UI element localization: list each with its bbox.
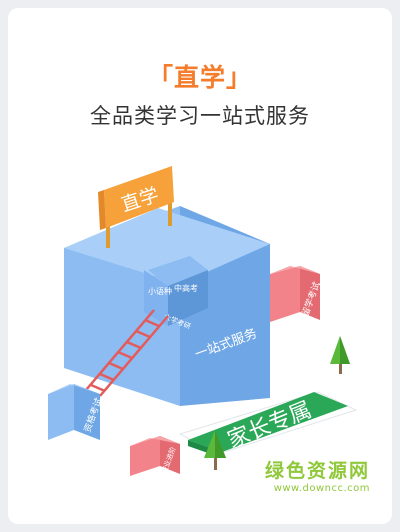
ladder-icon xyxy=(85,309,169,397)
brand-bracket-close: 」 xyxy=(226,63,253,92)
brand-bracket-open: 「 xyxy=(147,63,174,92)
tree-icon xyxy=(204,430,226,470)
main-cube: 小语种 中高考 大学考研 一站式服务 xyxy=(64,206,270,406)
small-box-career: 职业进阶 xyxy=(130,436,180,476)
isometric-illustration: 职业进阶 家长专属 留学考试 xyxy=(48,166,358,476)
brand-title: 直学 xyxy=(173,63,226,92)
promo-card: 「直学」 全品类学习一站式服务 职业进阶 家长专属 xyxy=(8,8,392,524)
watermark: 绿色资源网 www.downcc.com xyxy=(265,456,370,494)
brand-heading: 「直学」 xyxy=(8,58,392,94)
right-box-study-abroad: 留学考试 xyxy=(270,266,323,322)
watermark-title: 绿色资源网 xyxy=(264,460,370,482)
tree-icon xyxy=(330,336,350,374)
cube-top-right-label: 中高考 xyxy=(174,283,198,293)
page-subtitle: 全品类学习一站式服务 xyxy=(90,104,310,128)
cube-top-left-label: 小语种 xyxy=(148,286,172,296)
left-box-qualification: 资格考试 xyxy=(48,384,105,440)
green-sign-label: 家长专属 xyxy=(224,397,315,453)
watermark-url: www.downcc.com xyxy=(273,483,370,494)
